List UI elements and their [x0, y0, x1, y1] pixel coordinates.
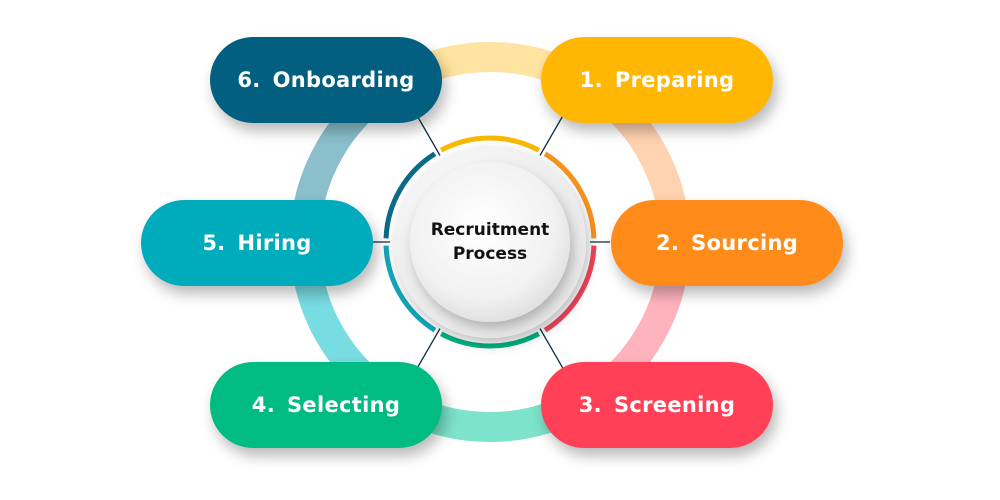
center-label: Recruitment Process: [400, 152, 580, 332]
step-label: Hiring: [237, 231, 312, 255]
center-title-line2: Process: [452, 244, 528, 264]
step-onboarding[interactable]: 6. Onboarding: [210, 37, 442, 123]
step-sourcing[interactable]: 2. Sourcing: [611, 200, 843, 286]
step-number: 5.: [202, 231, 226, 255]
step-number: 4.: [251, 393, 275, 417]
step-hiring[interactable]: 5. Hiring: [141, 200, 373, 286]
step-number: 2.: [655, 231, 680, 255]
step-label: Screening: [613, 393, 736, 417]
inner-ring-arc-3: [543, 245, 597, 333]
inner-ring: [383, 135, 597, 349]
step-number: 3.: [578, 393, 602, 417]
step-label: Selecting: [287, 393, 401, 417]
inner-ring-arc-5: [383, 245, 437, 333]
step-number: 1.: [579, 68, 603, 92]
inner-ring-arc-6: [383, 151, 437, 239]
step-screening[interactable]: 3. Screening: [541, 362, 773, 448]
inner-ring-arc-1: [440, 135, 540, 153]
step-preparing[interactable]: 1. Preparing: [541, 37, 773, 123]
step-selecting[interactable]: 4. Selecting: [210, 362, 442, 448]
center-title-line1: Recruitment: [430, 220, 550, 240]
step-number: 6.: [237, 68, 261, 92]
step-label: Sourcing: [691, 231, 799, 255]
center-disc: [410, 162, 570, 322]
step-label: Onboarding: [272, 68, 415, 92]
step-label: Preparing: [614, 68, 735, 92]
inner-ring-arc-4: [440, 331, 540, 349]
inner-ring-arc-2: [543, 151, 597, 239]
